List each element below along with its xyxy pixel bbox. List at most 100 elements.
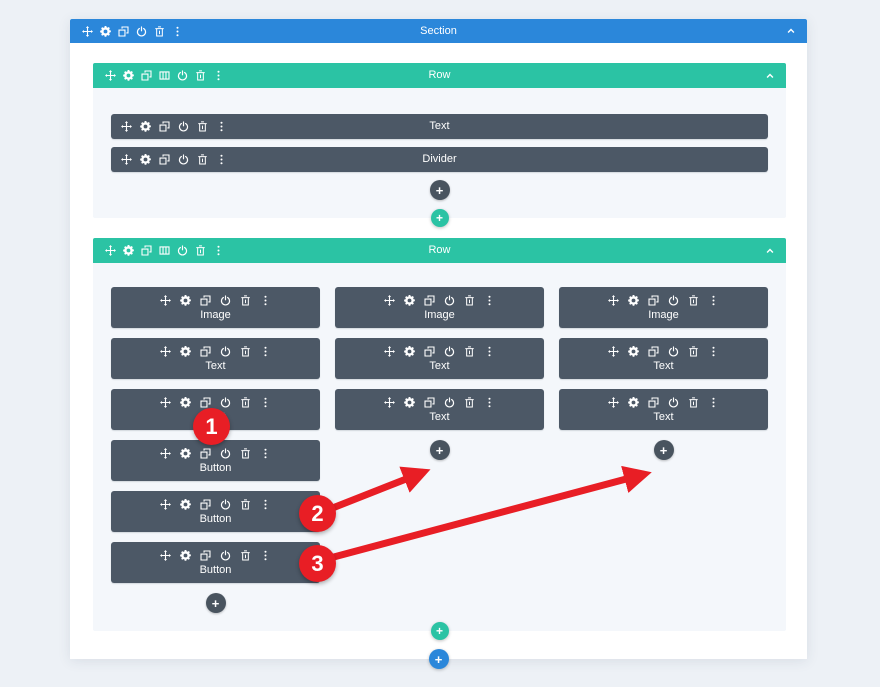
module-text[interactable]: Text (111, 114, 768, 139)
disable-icon[interactable] (444, 345, 455, 357)
settings-icon[interactable] (140, 154, 151, 165)
add-row-button[interactable]: + (430, 209, 449, 227)
row-header-bar[interactable]: Row (93, 63, 786, 88)
move-icon[interactable] (608, 294, 619, 306)
options-icon[interactable] (484, 346, 495, 357)
move-icon[interactable] (160, 345, 171, 357)
disable-icon[interactable] (136, 25, 147, 37)
options-icon[interactable] (213, 245, 224, 256)
duplicate-icon[interactable] (118, 25, 129, 37)
section-header-bar[interactable]: Section (70, 19, 807, 43)
move-icon[interactable] (105, 70, 116, 81)
move-icon[interactable] (384, 345, 395, 357)
add-module-button[interactable]: + (429, 180, 450, 200)
columns-icon[interactable] (159, 245, 170, 256)
move-icon[interactable] (160, 447, 171, 459)
disable-icon[interactable] (178, 121, 189, 132)
duplicate-icon[interactable] (424, 294, 435, 306)
delete-icon[interactable] (197, 121, 208, 132)
move-icon[interactable] (121, 154, 132, 165)
columns-icon[interactable] (159, 70, 170, 81)
options-icon[interactable] (216, 121, 227, 132)
options-icon[interactable] (708, 397, 719, 408)
disable-icon[interactable] (220, 294, 231, 306)
settings-icon[interactable] (404, 294, 415, 306)
module-button[interactable]: Button (111, 542, 320, 583)
settings-icon[interactable] (628, 294, 639, 306)
collapse-section-button[interactable] (786, 26, 796, 36)
duplicate-icon[interactable] (159, 121, 170, 132)
add-module-button[interactable]: + (653, 440, 674, 460)
options-icon[interactable] (260, 295, 271, 306)
disable-icon[interactable] (220, 345, 231, 357)
settings-icon[interactable] (180, 396, 191, 408)
duplicate-icon[interactable] (648, 345, 659, 357)
options-icon[interactable] (260, 550, 271, 561)
options-icon[interactable] (213, 70, 224, 81)
move-icon[interactable] (160, 396, 171, 408)
disable-icon[interactable] (220, 498, 231, 510)
delete-icon[interactable] (195, 245, 206, 256)
settings-icon[interactable] (404, 345, 415, 357)
duplicate-icon[interactable] (200, 396, 211, 408)
duplicate-icon[interactable] (141, 70, 152, 81)
move-icon[interactable] (384, 294, 395, 306)
delete-icon[interactable] (464, 345, 475, 357)
module-text[interactable]: Text (559, 389, 768, 430)
disable-icon[interactable] (668, 396, 679, 408)
move-icon[interactable] (160, 549, 171, 561)
add-module-button[interactable]: + (429, 440, 450, 460)
module-image[interactable]: Image (111, 287, 320, 328)
duplicate-icon[interactable] (200, 498, 211, 510)
options-icon[interactable] (484, 295, 495, 306)
module-text[interactable]: Text (335, 338, 544, 379)
delete-icon[interactable] (464, 294, 475, 306)
delete-icon[interactable] (240, 345, 251, 357)
delete-icon[interactable] (240, 447, 251, 459)
disable-icon[interactable] (178, 154, 189, 165)
disable-icon[interactable] (220, 549, 231, 561)
settings-icon[interactable] (180, 345, 191, 357)
options-icon[interactable] (708, 295, 719, 306)
settings-icon[interactable] (123, 245, 134, 256)
delete-icon[interactable] (195, 70, 206, 81)
settings-icon[interactable] (100, 25, 111, 37)
add-section-button[interactable]: + (428, 649, 449, 669)
options-icon[interactable] (260, 499, 271, 510)
duplicate-icon[interactable] (648, 294, 659, 306)
delete-icon[interactable] (688, 294, 699, 306)
move-icon[interactable] (105, 245, 116, 256)
duplicate-icon[interactable] (159, 154, 170, 165)
settings-icon[interactable] (180, 498, 191, 510)
move-icon[interactable] (82, 25, 93, 37)
duplicate-icon[interactable] (200, 294, 211, 306)
delete-icon[interactable] (240, 498, 251, 510)
disable-icon[interactable] (444, 396, 455, 408)
move-icon[interactable] (160, 498, 171, 510)
duplicate-icon[interactable] (141, 245, 152, 256)
settings-icon[interactable] (180, 447, 191, 459)
settings-icon[interactable] (180, 294, 191, 306)
delete-icon[interactable] (154, 25, 165, 37)
disable-icon[interactable] (668, 345, 679, 357)
duplicate-icon[interactable] (424, 396, 435, 408)
delete-icon[interactable] (197, 154, 208, 165)
duplicate-icon[interactable] (200, 447, 211, 459)
disable-icon[interactable] (668, 294, 679, 306)
delete-icon[interactable] (688, 345, 699, 357)
module-image[interactable]: Image (559, 287, 768, 328)
disable-icon[interactable] (177, 70, 188, 81)
settings-icon[interactable] (123, 70, 134, 81)
row-header-bar[interactable]: Row (93, 238, 786, 263)
settings-icon[interactable] (140, 121, 151, 132)
move-icon[interactable] (384, 396, 395, 408)
duplicate-icon[interactable] (200, 549, 211, 561)
module-button[interactable]: Button (111, 440, 320, 481)
module-image[interactable]: Image (335, 287, 544, 328)
settings-icon[interactable] (628, 396, 639, 408)
options-icon[interactable] (260, 397, 271, 408)
settings-icon[interactable] (180, 549, 191, 561)
delete-icon[interactable] (240, 294, 251, 306)
delete-icon[interactable] (240, 549, 251, 561)
options-icon[interactable] (484, 397, 495, 408)
